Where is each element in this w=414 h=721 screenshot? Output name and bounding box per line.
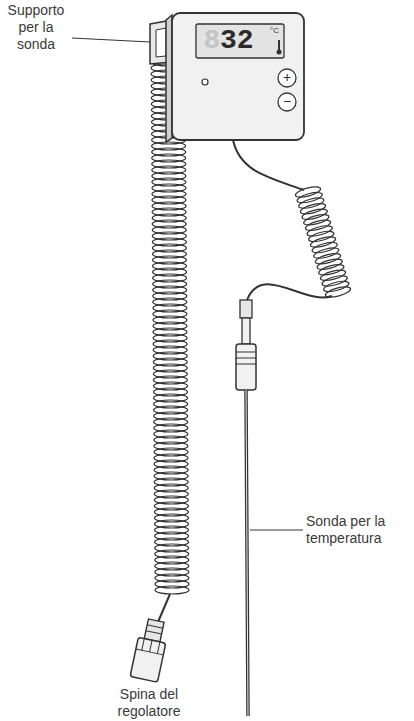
cable <box>233 140 304 190</box>
thermometer-icon <box>277 40 282 55</box>
probe-rod <box>246 390 248 716</box>
probe-connector <box>236 300 256 390</box>
leader-line <box>72 38 150 42</box>
coil-turn <box>155 586 189 594</box>
unit-label: °C <box>270 26 286 36</box>
part-label: Spina del regolatore <box>103 686 195 720</box>
part-label: Supporto per la sonda <box>0 2 72 53</box>
controller-body <box>172 13 304 140</box>
status-led <box>202 79 208 85</box>
button-symbol: − <box>278 93 296 110</box>
probe-rod-highlight <box>246 390 248 716</box>
part-label: Sonda per la temperatura <box>306 513 406 547</box>
cable <box>247 284 332 300</box>
plus-button <box>278 69 296 87</box>
button-symbol: + <box>278 69 296 86</box>
display-digits: 32 <box>220 25 270 57</box>
cable <box>158 594 170 622</box>
probe-holder-slot <box>156 28 166 57</box>
controller-plug <box>130 618 170 683</box>
display-digit-ghost: 8 <box>202 25 222 57</box>
minus-button <box>278 93 296 111</box>
coiled-cable <box>294 185 351 299</box>
leader-line <box>250 530 303 531</box>
